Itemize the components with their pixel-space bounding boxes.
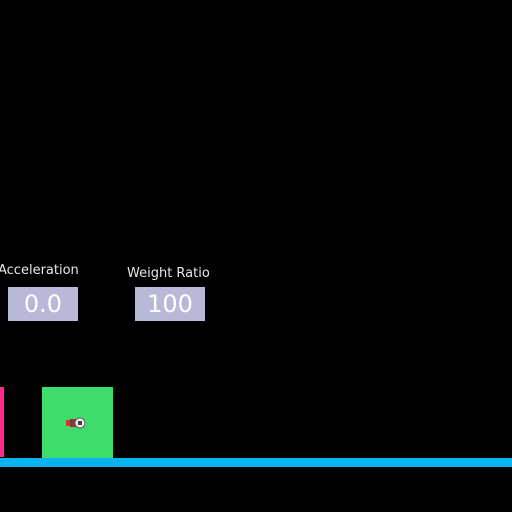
acceleration-label: Acceleration xyxy=(0,263,79,278)
weight-ratio-label: Weight Ratio xyxy=(127,266,210,281)
mass-block-icon xyxy=(65,415,87,429)
acceleration-readout: 0.0 xyxy=(8,287,78,321)
floor-track xyxy=(0,458,512,467)
left-wall xyxy=(0,387,4,457)
sliding-block[interactable] xyxy=(42,387,113,458)
weight-ratio-readout: 100 xyxy=(135,287,205,321)
